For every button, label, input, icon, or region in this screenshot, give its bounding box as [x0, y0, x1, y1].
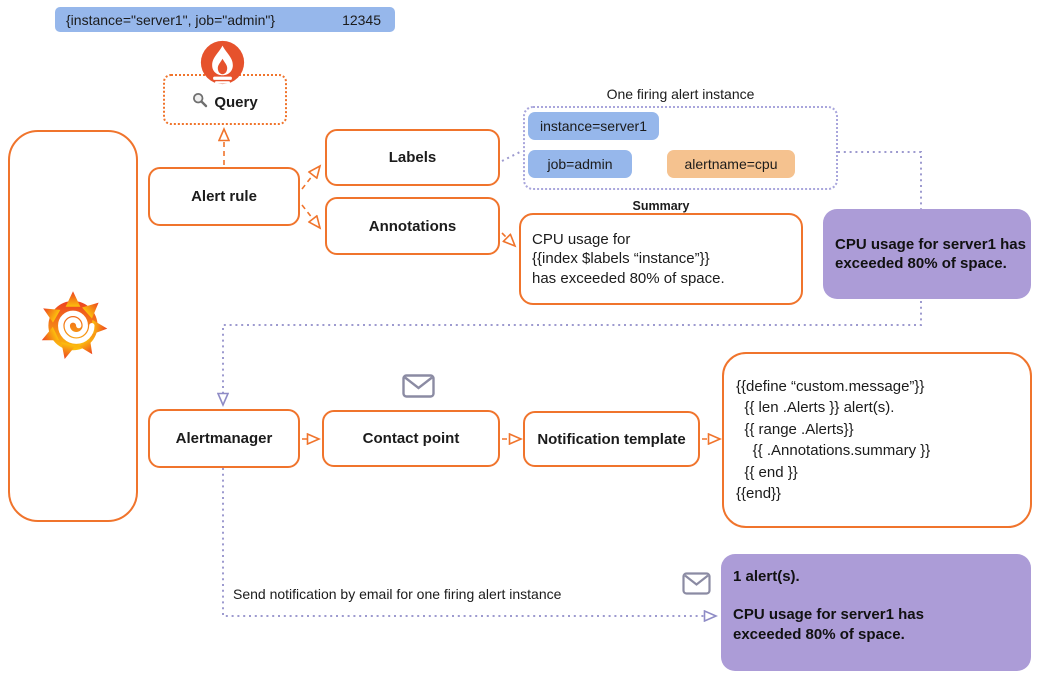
prometheus-icon: [199, 39, 246, 91]
notification-template-label: Notification template: [537, 430, 686, 448]
query-value: 12345: [342, 11, 381, 28]
template-code-box: {{define “custom.message”}} {{ len .Aler…: [722, 352, 1032, 528]
email-icon-bottom: [682, 571, 711, 601]
label-pill-instance: instance=server1: [528, 112, 659, 140]
label-pill-job: job=admin: [528, 150, 632, 178]
template-code-line: {{ len .Alerts }} alert(s).: [736, 399, 895, 416]
summary-line: {{index $labels “instance”}}: [532, 250, 710, 268]
label-pill-instance-text: instance=server1: [539, 118, 647, 134]
template-code-line: {{ range .Alerts}}: [736, 420, 854, 438]
query-box: Query: [163, 74, 287, 125]
result-message-box: 1 alert(s). CPU usage for server1 has ex…: [721, 554, 1031, 671]
summary-line: CPU usage for: [532, 230, 631, 248]
label-pill-job-text: job=admin: [547, 156, 613, 172]
annotations-box: Annotations: [325, 197, 500, 255]
alertmanager-box: Alertmanager: [148, 409, 300, 468]
result-message-line: exceeded 80% of space.: [733, 626, 905, 643]
magnifier-icon: [192, 92, 208, 112]
contact-point-box: Contact point: [322, 410, 500, 467]
alert-message-box: CPU usage for server1 has exceeded 80% o…: [823, 209, 1031, 299]
flow-instance-to-alertmanager: [223, 151, 922, 405]
labels-label: Labels: [388, 149, 437, 166]
send-notification-note: Send notification by email for one firin…: [233, 586, 562, 602]
alertmanager-label: Alertmanager: [175, 430, 273, 447]
labels-box: Labels: [325, 129, 500, 186]
grafana-logo-icon: [32, 280, 114, 372]
alert-rule-box: Alert rule: [148, 167, 300, 226]
link-labels-to-instance: [501, 151, 521, 162]
arrow-alertrule-to-labels: [301, 166, 320, 190]
template-code-line: {{end}}: [736, 485, 782, 502]
result-message-line: CPU usage for server1 has: [733, 606, 924, 623]
alert-rule-label: Alert rule: [191, 188, 257, 205]
summary-title: Summary: [632, 199, 690, 213]
grafana-panel: [8, 130, 138, 522]
template-code-line: {{ .Annotations.summary }}: [736, 442, 931, 459]
template-code-line: {{ end }}: [736, 463, 798, 481]
summary-line: has exceeded 80% of space.: [532, 269, 725, 287]
query-expression-bar: {instance="server1", job="admin"} 12345: [55, 7, 395, 32]
contact-point-label: Contact point: [362, 430, 460, 447]
arrow-annotations-to-summary: [501, 232, 515, 246]
alert-message-line: CPU usage for server1 has: [835, 235, 1026, 253]
template-code-line: {{define “custom.message”}}: [736, 377, 925, 395]
annotations-label: Annotations: [368, 217, 457, 235]
flow-alertmanager-to-result: [222, 468, 716, 616]
label-pill-alertname-text: alertname=cpu: [684, 156, 778, 172]
result-count-line: 1 alert(s).: [733, 568, 800, 585]
notification-template-box: Notification template: [523, 411, 700, 467]
label-pill-alertname: alertname=cpu: [667, 150, 795, 178]
firing-instance-title: One firing alert instance: [606, 86, 755, 102]
query-expression: {instance="server1", job="admin"}: [66, 11, 276, 28]
arrow-alertrule-to-annotations: [301, 204, 320, 228]
query-label: Query: [214, 93, 258, 111]
summary-box: CPU usage for {{index $labels “instance”…: [519, 213, 803, 305]
alert-message-line: exceeded 80% of space.: [835, 255, 1007, 272]
email-icon: [402, 374, 435, 403]
